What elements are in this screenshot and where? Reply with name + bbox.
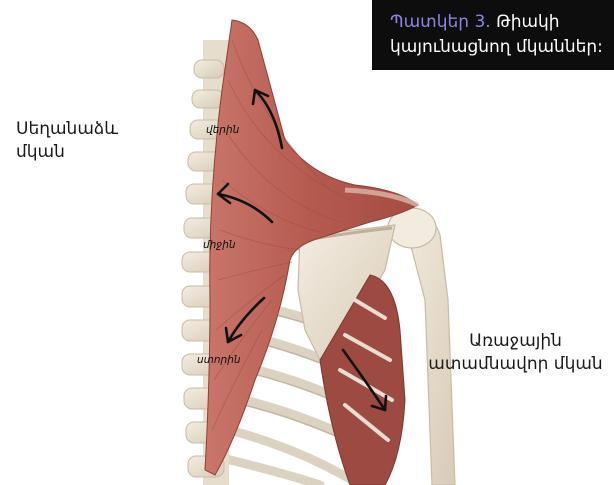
serratus-label-line-2: ատամնավոր մկան <box>423 353 608 376</box>
trapezius-label-line-1: Սեղանաձև <box>16 118 166 141</box>
region-lower-label: ստորին <box>197 354 241 366</box>
serratus-anterior-label: Առաջային ատամնավոր մկան <box>423 330 608 376</box>
trapezius-label: Սեղանաձև մկան <box>16 118 166 164</box>
trapezius-label-line-2: մկան <box>16 141 166 164</box>
figure-number: Պատկեր 3. <box>390 12 491 32</box>
caption-title-part-1: Թիակի <box>496 12 560 32</box>
serratus-label-line-1: Առաջային <box>423 330 608 353</box>
region-upper-label: վերին <box>206 124 239 136</box>
caption-title-part-2: կայունացնող մկաններ: <box>390 35 604 60</box>
caption-line-1: Պատկեր 3. Թիակի <box>390 10 604 35</box>
figure-caption: Պատկեր 3. Թիակի կայունացնող մկաններ: <box>372 0 614 70</box>
region-middle-label: միջին <box>203 239 236 251</box>
